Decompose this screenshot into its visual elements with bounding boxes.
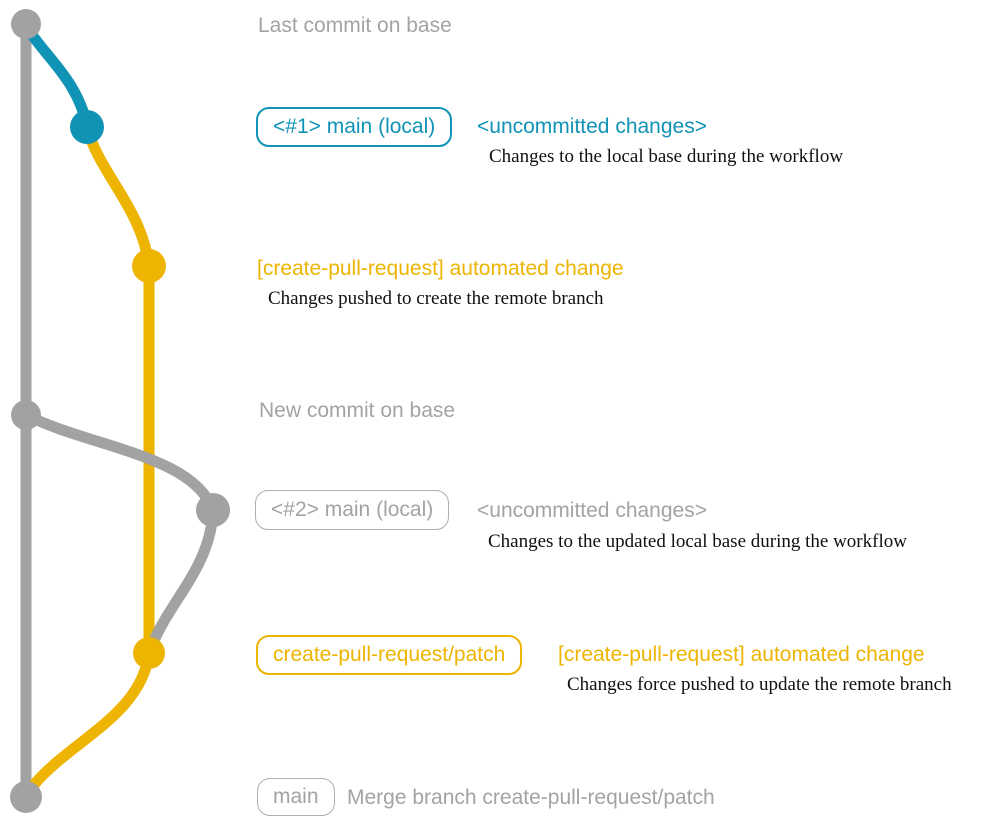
merge-branch-curve	[22, 647, 155, 798]
uncommitted-changes-label-1: <uncommitted changes>	[477, 115, 707, 138]
last-commit-on-base-label: Last commit on base	[258, 14, 452, 37]
local-base-changes-note: Changes to the local base during the wor…	[489, 146, 844, 167]
automated-change-label-2: [create-pull-request] automated change	[558, 643, 925, 666]
updated-local-base-changes-note: Changes to the updated local base during…	[488, 531, 907, 552]
remote-branch-create-curve	[81, 121, 155, 272]
commit-node-remote-2	[133, 637, 165, 669]
git-graph	[10, 9, 230, 813]
branch-tag-main-local-1: <#1> main (local)	[256, 107, 453, 147]
local-main-update-curve	[20, 20, 93, 131]
commit-node-local-main-1	[70, 110, 104, 144]
commit-node-local-main-2	[196, 493, 230, 527]
uncommitted-changes-label-2: <uncommitted changes>	[477, 499, 707, 522]
commit-node-merge	[10, 781, 42, 813]
branch-tag-main: main	[257, 778, 335, 816]
push-create-note: Changes pushed to create the remote bran…	[268, 288, 604, 309]
branch-tag-create-pull-request-patch: create-pull-request/patch	[256, 635, 523, 675]
commit-node-remote-1	[132, 249, 166, 283]
automated-change-label-1: [create-pull-request] automated change	[257, 257, 624, 280]
commit-node-new-base	[11, 400, 41, 430]
merge-branch-label: Merge branch create-pull-request/patch	[347, 786, 715, 809]
new-commit-on-base-label: New commit on base	[259, 399, 456, 422]
branch-tag-main-local-2: <#2> main (local)	[255, 490, 450, 530]
force-push-update-note: Changes force pushed to update the remot…	[567, 674, 952, 695]
local-main-rebase-out-curve	[20, 409, 219, 516]
local-main-rebase-in-curve	[145, 504, 219, 654]
commit-node-last-base	[11, 9, 41, 39]
